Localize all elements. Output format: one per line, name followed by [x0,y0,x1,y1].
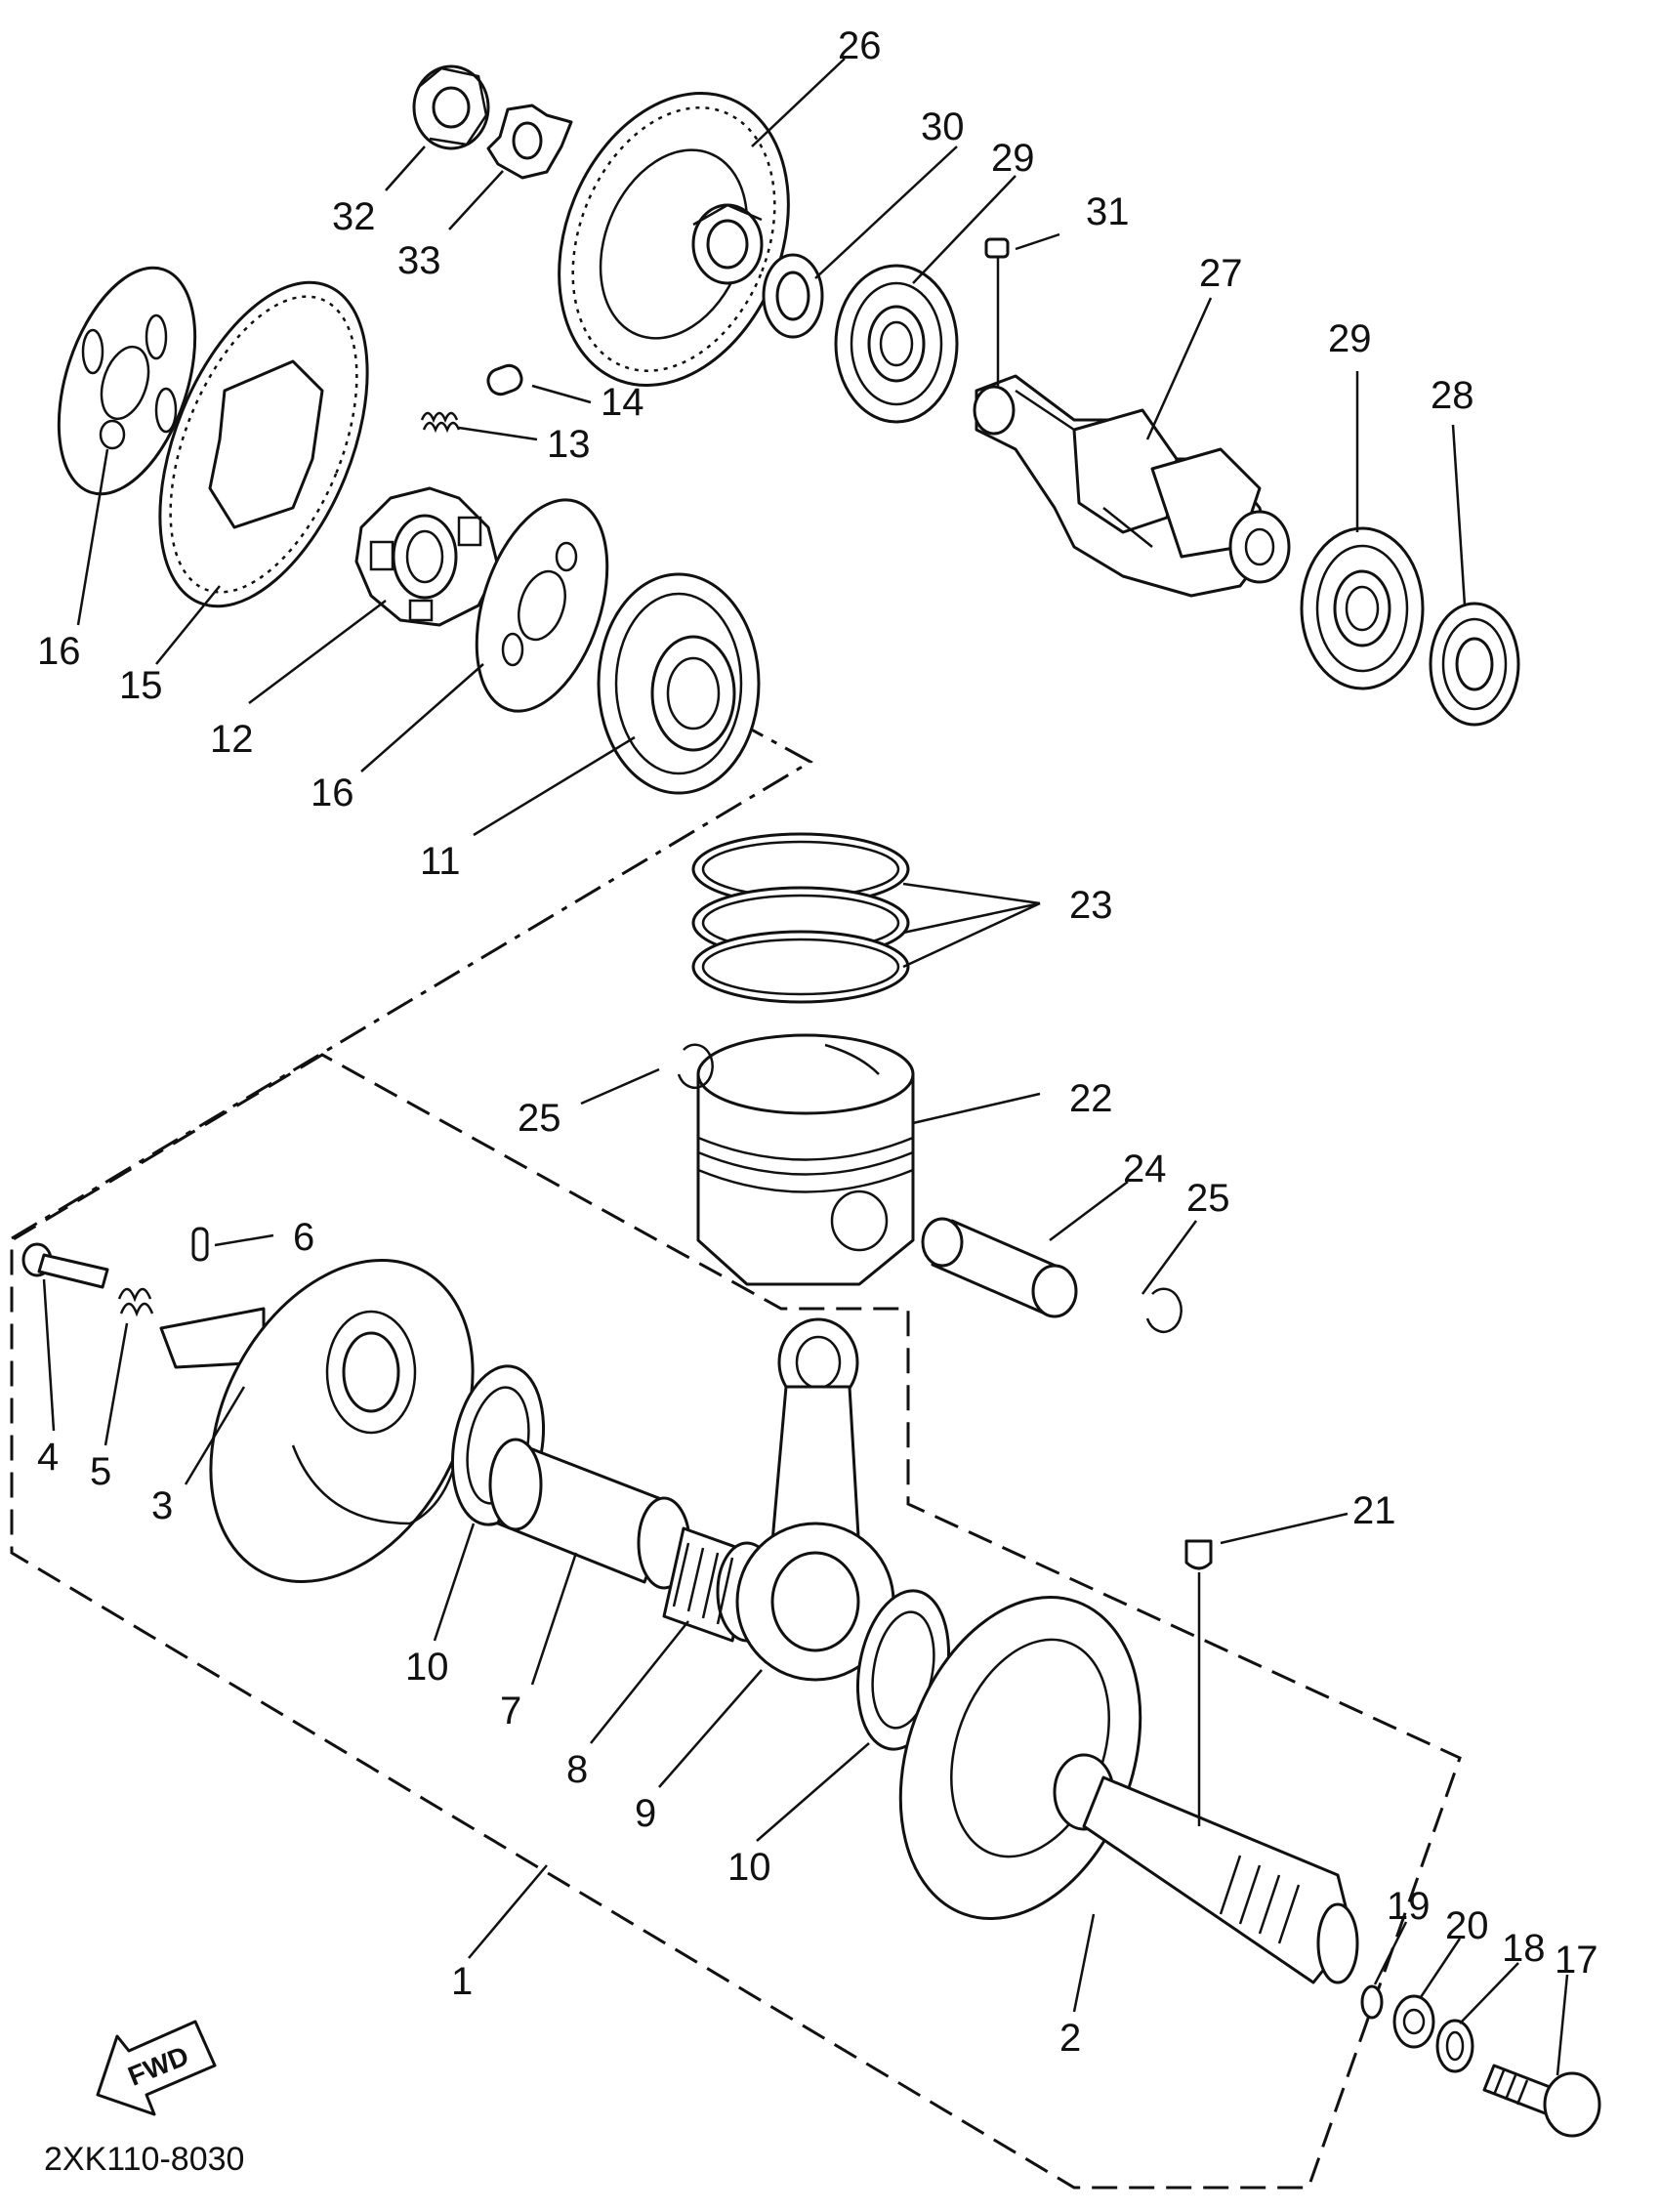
leader-lines [42,58,1569,2076]
callout-25-upper: 25 [518,1097,561,1140]
connecting-rod-part-9[interactable] [735,1317,895,1682]
callout-32: 32 [332,195,376,238]
callout-17: 17 [1555,1939,1598,1982]
plate-part-16-left[interactable] [33,251,221,512]
callout-8: 8 [566,1748,588,1791]
callout-30: 30 [921,105,965,148]
clip-part-25-upper[interactable] [677,1043,714,1089]
primary-gear-part-26[interactable] [518,59,830,420]
lock-washer-part-18[interactable] [1435,2019,1474,2073]
crank-pin-part-7[interactable] [488,1438,691,1590]
crank-web-part-3[interactable] [158,1215,525,1627]
callout-11: 11 [420,840,461,883]
woodruff-key-part-21[interactable] [1184,1539,1213,1570]
callout-15: 15 [119,664,163,707]
crank-assembly-outline [10,1053,1462,2190]
washer-part-20[interactable] [1392,1994,1435,2049]
key-part-31[interactable] [984,237,1010,259]
callout-20: 20 [1445,1904,1489,1947]
spring-part-13[interactable] [420,411,461,434]
callout-16-left: 16 [37,630,81,673]
bearing-part-11[interactable] [597,572,761,795]
callout-28: 28 [1431,374,1474,417]
callout-6: 6 [293,1216,314,1259]
lock-washer-part-33[interactable] [486,104,573,180]
nut-part-32[interactable] [412,64,490,150]
piston-rings-part-23[interactable] [691,832,910,1004]
crank-web-part-2[interactable] [858,1564,1359,1984]
callout-7: 7 [500,1690,521,1732]
callout-3: 3 [151,1484,173,1527]
pin-part-14[interactable] [485,362,525,397]
callout-9: 9 [635,1792,656,1835]
callout-12: 12 [210,718,254,761]
clip-part-25-lower[interactable] [1145,1287,1183,1333]
callout-10-left: 10 [405,1646,449,1689]
callout-29-right: 29 [1328,317,1372,360]
callout-2: 2 [1059,2017,1081,2060]
callout-33: 33 [397,239,441,282]
callout-5: 5 [90,1450,111,1493]
piston-part-22[interactable] [696,1033,915,1286]
callout-29-upper: 29 [991,137,1035,180]
plate-part-16-middle[interactable] [452,483,631,728]
gear-part-15[interactable] [118,253,409,636]
bearing-part-29-upper[interactable] [834,264,959,424]
callout-labels: 26 30 29 31 27 29 28 32 33 14 13 16 15 1… [37,24,1598,2060]
pin-part-6[interactable] [191,1227,209,1262]
callout-21: 21 [1352,1489,1396,1532]
oil-seal-part-28[interactable] [1429,602,1520,727]
callout-26: 26 [838,24,882,67]
callout-1: 1 [451,1960,473,2003]
callout-13: 13 [547,423,591,466]
callout-16-middle: 16 [311,772,354,814]
callout-4: 4 [37,1436,59,1479]
callout-19: 19 [1387,1885,1431,1928]
callout-22: 22 [1069,1077,1113,1120]
diagram-code: 2XK110-8030 [44,2141,244,2178]
hub-part-12[interactable] [354,486,500,627]
spring-part-5[interactable] [117,1287,154,1317]
washer-part-30[interactable] [762,253,824,339]
o-ring-part-19[interactable] [1360,1984,1384,2020]
callout-14: 14 [601,381,644,424]
callout-23: 23 [1069,884,1113,927]
balancer-shaft-part-27[interactable] [973,374,1291,598]
callout-25-lower: 25 [1186,1177,1230,1220]
bolt-part-17[interactable] [1482,2064,1601,2138]
bolt-part-4[interactable] [21,1242,109,1289]
callout-27: 27 [1199,252,1243,295]
piston-pin-part-24[interactable] [921,1217,1078,1318]
bearing-part-29-right[interactable] [1300,526,1425,690]
callout-31: 31 [1086,190,1130,233]
callout-10-right: 10 [727,1846,771,1889]
callout-18: 18 [1502,1927,1546,1970]
forward-direction-indicator: FWD [96,2020,217,2116]
callout-24: 24 [1123,1148,1167,1190]
